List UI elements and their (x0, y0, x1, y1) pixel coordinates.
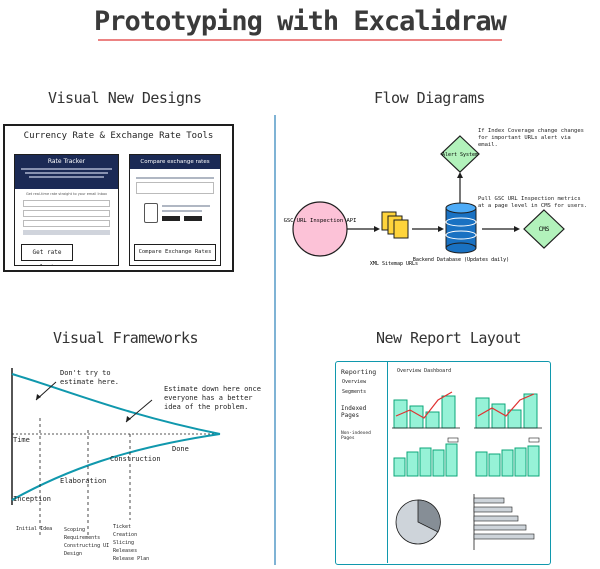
rate-tracker-header: Rate Tracker (15, 155, 118, 189)
done-label: Done (172, 445, 189, 453)
phase-ticket-label: Ticket Creation Slicing Releases Release… (113, 524, 150, 562)
rate-tracker-heading: Rate Tracker (47, 158, 86, 165)
compare-exchange-rates-button[interactable]: Compare Exchange Rates (134, 244, 216, 261)
rate-tracker-subtitle: Get real-time rate straight to your emai… (25, 192, 108, 196)
elaboration-label: Elaboration (60, 477, 107, 485)
alert-label: Alert System (442, 152, 478, 158)
sidebar-item-non-indexed[interactable]: Non-indexed Pages (341, 431, 371, 441)
database-node: Backend Database (Updates daily) (413, 202, 509, 263)
sidebar-item-indexed[interactable]: Indexed Pages (341, 405, 367, 419)
dont-try-label: Don't try to estimate here. (60, 369, 120, 386)
alert-system-node: Alert System (440, 135, 480, 173)
cms-node: CMS (523, 209, 565, 249)
app-store-badge-icon[interactable] (162, 216, 180, 221)
database-label: Backend Database (Updates daily) (413, 257, 509, 263)
section-title-flow-diagrams: Flow Diagrams (374, 89, 485, 107)
cms-label: CMS (539, 226, 550, 233)
compare-card: Compare exchange rates Compare Exchange … (129, 154, 221, 266)
compare-heading: Compare exchange rates (130, 155, 220, 169)
phase-initial-label: Initial Idea (16, 526, 53, 532)
panel-bars-4 (475, 437, 540, 477)
sidebar-item-reporting[interactable]: Reporting (341, 368, 377, 376)
section-title-visual-new-designs: Visual New Designs (48, 89, 202, 107)
cone-of-uncertainty-chart (11, 368, 221, 535)
panel-line-bars-1 (392, 391, 460, 429)
gsc-label-1: GSC URL Inspection API (284, 218, 357, 224)
sidebar-item-overview[interactable]: Overview (342, 379, 367, 385)
estimate-down-label: Estimate down here once everyone has a b… (164, 385, 261, 411)
get-rate-alerts-button[interactable]: Get rate alerts (21, 244, 73, 265)
rate-field-1[interactable] (23, 200, 110, 207)
report-sidebar: Reporting Overview Segments Indexed Page… (336, 362, 388, 563)
flow-diagram: GSC URL Inspection API XML Sitemap URLs … (284, 135, 565, 267)
panel-pie-chart (395, 499, 441, 545)
rate-submit-bar[interactable] (23, 230, 110, 235)
pointer-estimate (125, 399, 153, 423)
rate-field-3[interactable] (23, 220, 110, 227)
dashboard-panels (392, 391, 542, 550)
report-frame: Reporting Overview Segments Indexed Page… (335, 361, 551, 565)
rate-field-2[interactable] (23, 210, 110, 217)
construction-label: Construction (110, 455, 161, 463)
vertical-divider (274, 115, 276, 565)
inception-label: Inception (13, 495, 51, 503)
xml-sitemap-label: XML Sitemap URLs (370, 261, 418, 267)
upper-curve (11, 373, 221, 435)
section-title-new-report-layout: New Report Layout (376, 329, 522, 347)
alert-note: If Index Coverage change changes for imp… (478, 128, 584, 148)
panel-bars-3 (393, 437, 459, 477)
dashboard-title: Overview Dashboard (397, 368, 452, 374)
lower-curve (11, 433, 221, 501)
time-label: Time (13, 436, 30, 444)
compare-converter[interactable] (136, 182, 214, 194)
play-store-badge-icon[interactable] (184, 216, 202, 221)
cms-note: Pull GSC URL Inspection metrics at a pag… (478, 196, 588, 209)
page-title: Prototyping with Excalidraw (94, 6, 507, 37)
panel-line-bars-2 (474, 393, 542, 429)
section-title-visual-frameworks: Visual Frameworks (53, 329, 199, 347)
gsc-api-node: GSC URL Inspection API (284, 201, 357, 257)
rate-tracker-card: Rate Tracker Get real-time rate straight… (14, 154, 119, 266)
phone-icon (144, 203, 158, 223)
panel-horizontal-bars (473, 494, 535, 550)
title-underline (98, 39, 502, 41)
designs-frame-title: Currency Rate & Exchange Rate Tools (23, 131, 214, 141)
xml-sitemap-node: XML Sitemap URLs (370, 211, 418, 267)
designs-frame: Currency Rate & Exchange Rate Tools Rate… (3, 124, 234, 272)
sidebar-item-segments[interactable]: Segments (342, 389, 367, 395)
phase-scoping-label: Scoping Requirements Constructing UI Des… (64, 527, 110, 557)
